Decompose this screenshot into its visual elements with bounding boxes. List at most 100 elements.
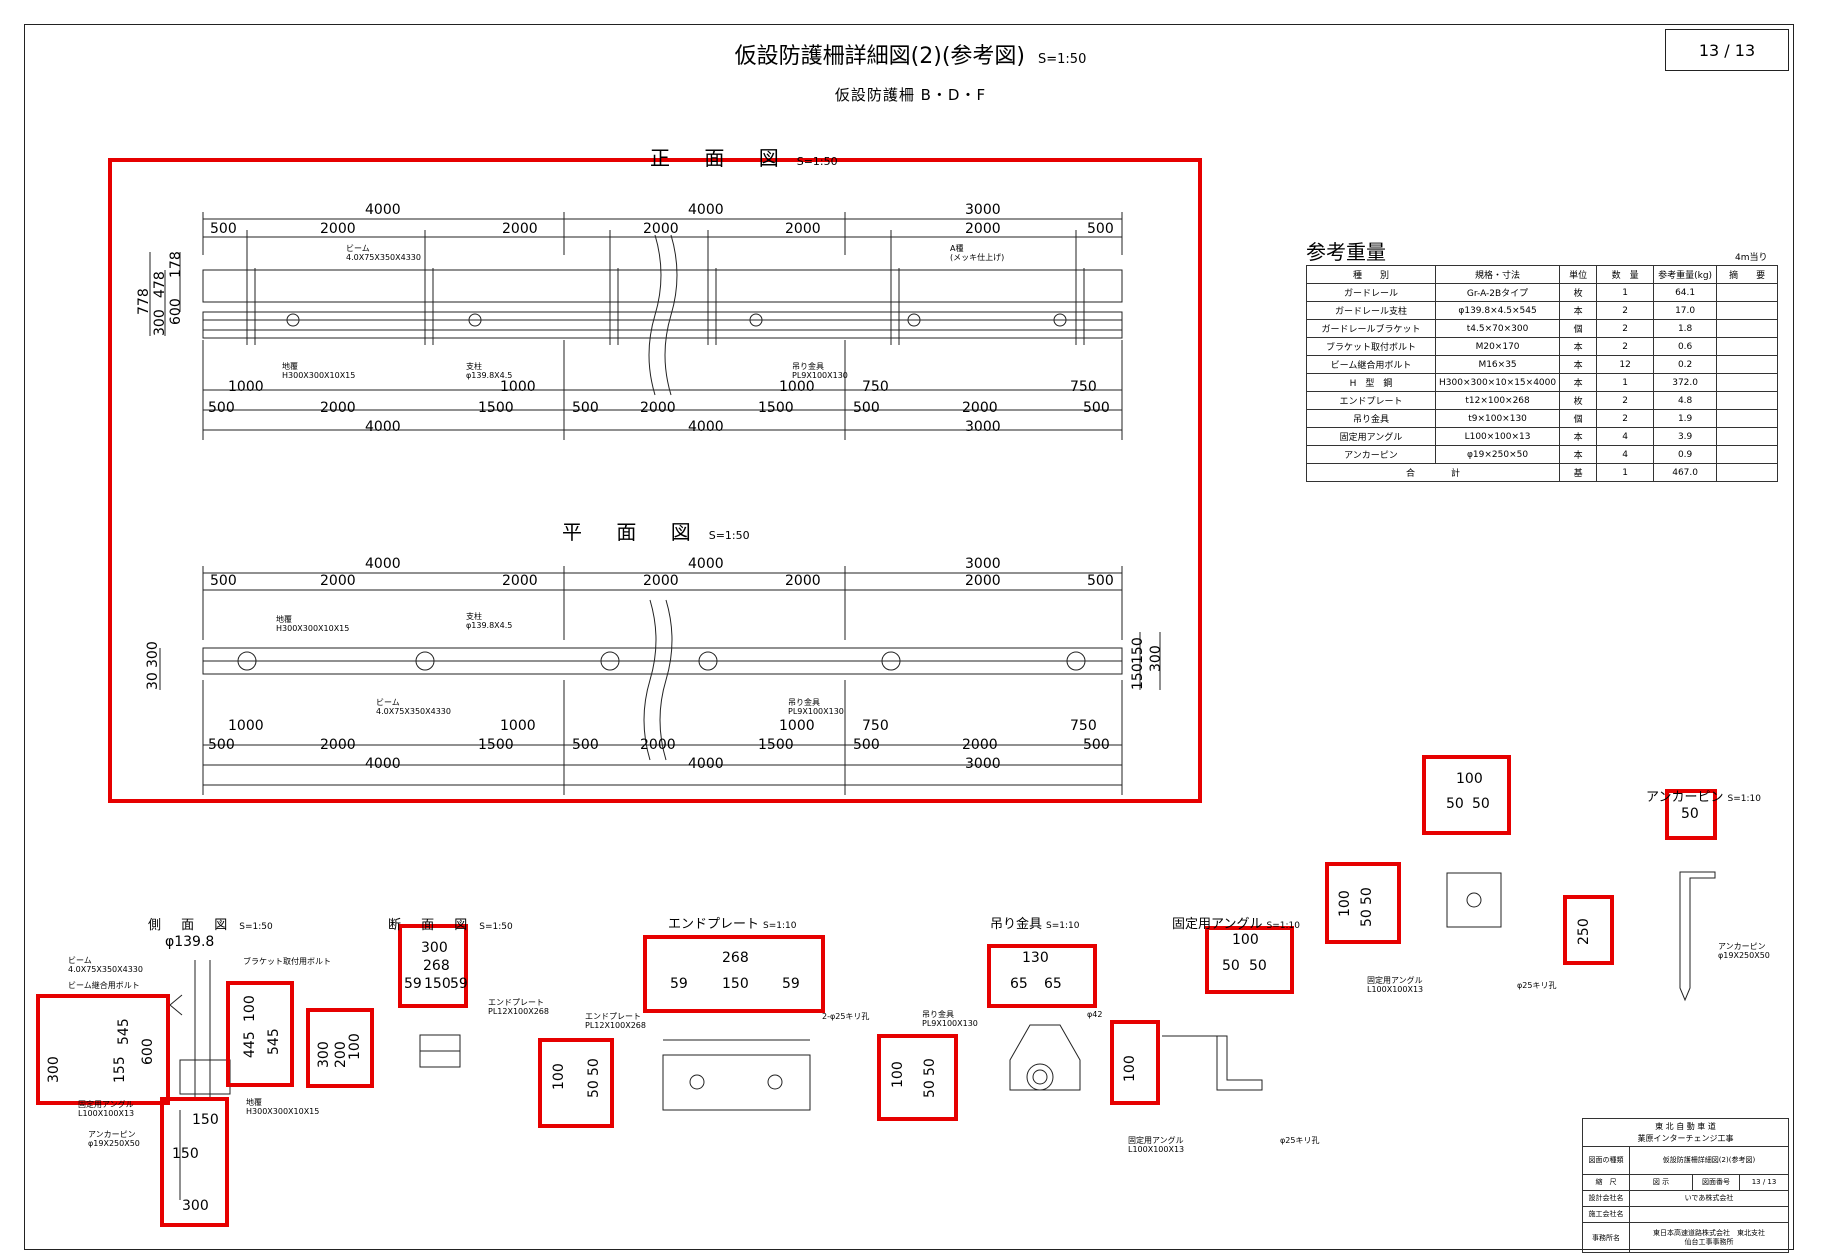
front-dim-bottom-span-3: 3000 <box>965 419 1001 435</box>
plan-dim-span-1: 4000 <box>365 556 401 572</box>
section-dim-59a: 59 <box>404 976 422 992</box>
side-dim-155: 155 <box>112 1056 128 1083</box>
plan-dim-part-6: 2000 <box>965 573 1001 589</box>
plan-dim-bottom-8: 2000 <box>962 737 998 753</box>
tb-build-row: 施工会社名 <box>1583 1207 1788 1223</box>
plan-dim-bottom-7: 500 <box>853 737 880 753</box>
plan-dim-bottom-2: 2000 <box>320 737 356 753</box>
angle-dim-100: 100 <box>1232 932 1259 948</box>
plan-dim-right-300: 300 <box>1148 645 1164 672</box>
section-dim-150: 150 <box>424 976 451 992</box>
highlight-angle-plan-height <box>1325 862 1401 944</box>
highlight-angle-width <box>1205 926 1294 994</box>
hanger-dim-50b: 50 <box>922 1058 938 1076</box>
angle-plan-dim-50b: 50 <box>1472 796 1490 812</box>
front-dim-bottom-6: 1500 <box>758 400 794 416</box>
angle-hole: φ25キリ孔 <box>1280 1136 1320 1145</box>
highlight-hanger-width <box>987 944 1097 1008</box>
front-dim-span-3: 3000 <box>965 202 1001 218</box>
anchor-dim-50: 50 <box>1681 806 1699 822</box>
endplate-dim-59a: 59 <box>670 976 688 992</box>
angle-plan-hole: φ25キリ孔 <box>1517 981 1557 990</box>
front-dim-left-178: 178 <box>168 251 184 278</box>
anchor-dim-250: 250 <box>1576 918 1592 945</box>
front-dim-part-3: 2000 <box>502 221 538 237</box>
front-dim-bottom-3: 1500 <box>478 400 514 416</box>
title-text: 仮設防護柵詳細図(2)(参考図) <box>734 44 1025 69</box>
side-label-beam: ビーム 4.0X75X350X4330 <box>68 956 143 974</box>
hanger-dia: φ42 <box>1087 1010 1103 1019</box>
angle-plan-label: 固定用アングル L100X100X13 <box>1367 976 1424 994</box>
front-dim-left-600: 600 <box>168 298 184 325</box>
plan-label-post: 支柱 φ139.8X4.5 <box>466 612 513 630</box>
plan-dim-part-5: 2000 <box>785 573 821 589</box>
front-dim-offset-2: 1000 <box>500 379 536 395</box>
hanger-dim-65a: 65 <box>1010 976 1028 992</box>
front-dim-part-4: 2000 <box>643 221 679 237</box>
front-label-rail-a: A種 (メッキ仕上げ) <box>950 244 1005 262</box>
plan-dim-right-150b: 150 <box>1130 637 1146 664</box>
front-dim-part-1: 500 <box>210 221 237 237</box>
side-dim-445: 445 <box>242 1031 258 1058</box>
highlight-anchor-width <box>1665 789 1717 840</box>
angle-label: 固定用アングル L100X100X13 <box>1128 1136 1185 1154</box>
highlight-main-views <box>108 158 1202 803</box>
plan-dim-bottom-9: 500 <box>1083 737 1110 753</box>
side-dim-300: 300 <box>46 1056 62 1083</box>
plan-dim-bottom-span-3: 3000 <box>965 756 1001 772</box>
front-dim-part-2: 2000 <box>320 221 356 237</box>
front-label-post: 支柱 φ139.8X4.5 <box>466 362 513 380</box>
plan-dim-part-1: 500 <box>210 573 237 589</box>
front-dim-bottom-8: 2000 <box>962 400 998 416</box>
front-dim-bottom-span-2: 4000 <box>688 419 724 435</box>
side-label-anchor: アンカーピン φ19X250X50 <box>88 1130 140 1148</box>
side-label-bracket-bolt: ブラケット取付用ボルト <box>243 957 331 966</box>
endplate-dim-59b: 59 <box>782 976 800 992</box>
highlight-side-base <box>160 1097 229 1227</box>
front-dim-span-1: 4000 <box>365 202 401 218</box>
side-dia: φ139.8 <box>165 934 215 950</box>
plan-dim-offset-3: 1000 <box>779 718 815 734</box>
highlight-section-height <box>306 1008 374 1088</box>
side-dim-100: 100 <box>242 995 258 1022</box>
side-dim-545: 545 <box>116 1018 132 1045</box>
section-dim-59b: 59 <box>450 976 468 992</box>
angle-plan-dim-50a-v: 50 <box>1359 909 1375 927</box>
angle-plan-dim-50b-v: 50 <box>1359 887 1375 905</box>
plan-label-ground: 地覆 H300X300X10X15 <box>276 615 350 633</box>
side-dim-600: 600 <box>140 1038 156 1065</box>
drawing-sheet <box>24 24 1794 1250</box>
highlight-anchor-length <box>1563 895 1614 965</box>
angle-dim-50b: 50 <box>1249 958 1267 974</box>
tb-office-row: 事務所名 東日本高速道路株式会社 東北支社 仙台工事事務所 <box>1583 1223 1788 1253</box>
front-dim-bottom-1: 500 <box>208 400 235 416</box>
front-dim-offset-1: 1000 <box>228 379 264 395</box>
front-dim-bottom-7: 500 <box>853 400 880 416</box>
plan-dim-part-4: 2000 <box>643 573 679 589</box>
highlight-section-width <box>398 924 468 1008</box>
front-dim-bottom-5: 2000 <box>640 400 676 416</box>
tb-kind-row: 図面の種類 仮設防護柵詳細図(2)(参考図) <box>1583 1147 1788 1175</box>
front-dim-part-5: 2000 <box>785 221 821 237</box>
plan-dim-bottom-5: 2000 <box>640 737 676 753</box>
angle-dim-50a: 50 <box>1222 958 1240 974</box>
side-label-ground: 地覆 H300X300X10X15 <box>246 1098 320 1116</box>
anchor-label: アンカーピン φ19X250X50 <box>1718 942 1770 960</box>
endplate-dim-150: 150 <box>722 976 749 992</box>
front-label-beam: ビーム 4.0X75X350X4330 <box>346 244 421 262</box>
side-dim-150a: 150 <box>192 1112 219 1128</box>
side-dim-300b: 300 <box>182 1198 209 1214</box>
plan-dim-part-7: 500 <box>1087 573 1114 589</box>
front-label-ground: 地覆 H300X300X10X15 <box>282 362 356 380</box>
weights-header-row: 種 別 規格・寸法 単位 数 量 参考重量(kg) 摘 要 <box>1306 265 1779 284</box>
